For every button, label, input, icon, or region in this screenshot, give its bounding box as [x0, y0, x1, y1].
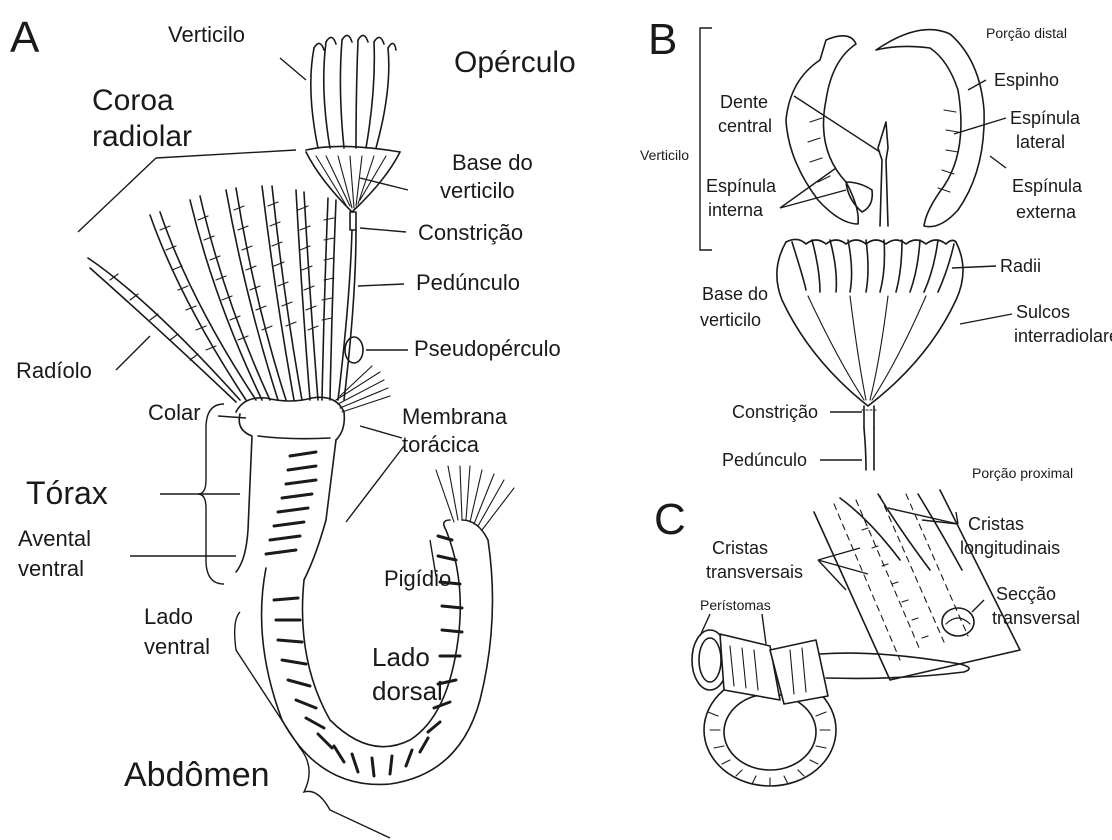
label-lateral: lateral [1016, 132, 1065, 152]
label-base-do-b: Base do [702, 284, 768, 304]
panel-a-letter: A [10, 13, 40, 62]
label-transversais: transversais [706, 562, 803, 582]
label-espinula-lateral: Espínula [1010, 108, 1081, 128]
label-espinho: Espinho [994, 70, 1059, 90]
verticil-base-drawing [777, 239, 963, 470]
label-pedunculo: Pedúnculo [416, 270, 520, 295]
label-membrana: Membrana [402, 404, 508, 429]
label-radiolo: Radíolo [16, 358, 92, 383]
abdomen-drawing [262, 466, 514, 784]
label-abdomen: Abdômen [124, 756, 270, 794]
label-seccao: Secção [996, 584, 1056, 604]
panel-c: C [654, 490, 1080, 786]
label-central: central [718, 116, 772, 136]
operculum-verticil-drawing [306, 35, 400, 400]
label-coroa: Coroa [92, 84, 174, 117]
label-lado-ventral-2: ventral [144, 634, 210, 659]
label-interradiolares: interradiolares [1014, 326, 1112, 346]
label-peristomas: Perístomas [700, 597, 771, 613]
label-lado-ventral-1: Lado [144, 604, 193, 629]
label-cristas-long: Cristas [968, 514, 1024, 534]
label-lado-dorsal-1: Lado [372, 642, 430, 672]
label-porcao-distal: Porção distal [986, 25, 1067, 41]
label-externa: externa [1016, 202, 1077, 222]
label-verticilo-base: verticilo [440, 178, 515, 203]
thorax-drawing [236, 366, 390, 580]
label-constricao-b: Constrição [732, 402, 818, 422]
panel-a: A [10, 13, 576, 838]
label-radiolar: radiolar [92, 120, 192, 153]
label-toracica: torácica [402, 432, 480, 457]
label-verticilo-b: Verticilo [640, 147, 689, 163]
panel-b-letter: B [648, 15, 677, 64]
label-pseudoperculo: Pseudopérculo [414, 336, 561, 361]
label-espinula-interna: Espínula [706, 176, 777, 196]
label-avental: Avental [18, 526, 91, 551]
panel-c-letter: C [654, 495, 686, 544]
label-avental-ventral: ventral [18, 556, 84, 581]
label-verticilo: Verticilo [168, 22, 245, 47]
panel-b: B [640, 15, 1112, 481]
pseudoperculum-drawing [345, 337, 363, 363]
label-transversal: transversal [992, 608, 1080, 628]
label-base-do: Base do [452, 150, 533, 175]
label-longitudinais: longitudinais [960, 538, 1060, 558]
label-cristas-trans: Cristas [712, 538, 768, 558]
label-lado-dorsal-2: dorsal [372, 676, 443, 706]
label-radii: Radii [1000, 256, 1041, 276]
label-porcao-proximal: Porção proximal [972, 465, 1073, 481]
label-colar: Colar [148, 400, 201, 425]
label-sulcos: Sulcos [1016, 302, 1070, 322]
coiled-tube-drawing [692, 630, 969, 786]
verticil-spines-drawing [786, 30, 984, 227]
label-torax: Tórax [26, 475, 108, 511]
label-verticilo-base-b: verticilo [700, 310, 761, 330]
panel-a-leader-lines [78, 58, 436, 838]
label-pedunculo-b: Pedúnculo [722, 450, 807, 470]
radiolar-crown-drawing [88, 186, 336, 402]
label-interna: interna [708, 200, 764, 220]
label-espinula-externa: Espínula [1012, 176, 1083, 196]
label-operculo: Opérculo [454, 46, 576, 79]
label-pigidio: Pigídio [384, 566, 451, 591]
label-constricao: Constrição [418, 220, 523, 245]
label-dente: Dente [720, 92, 768, 112]
